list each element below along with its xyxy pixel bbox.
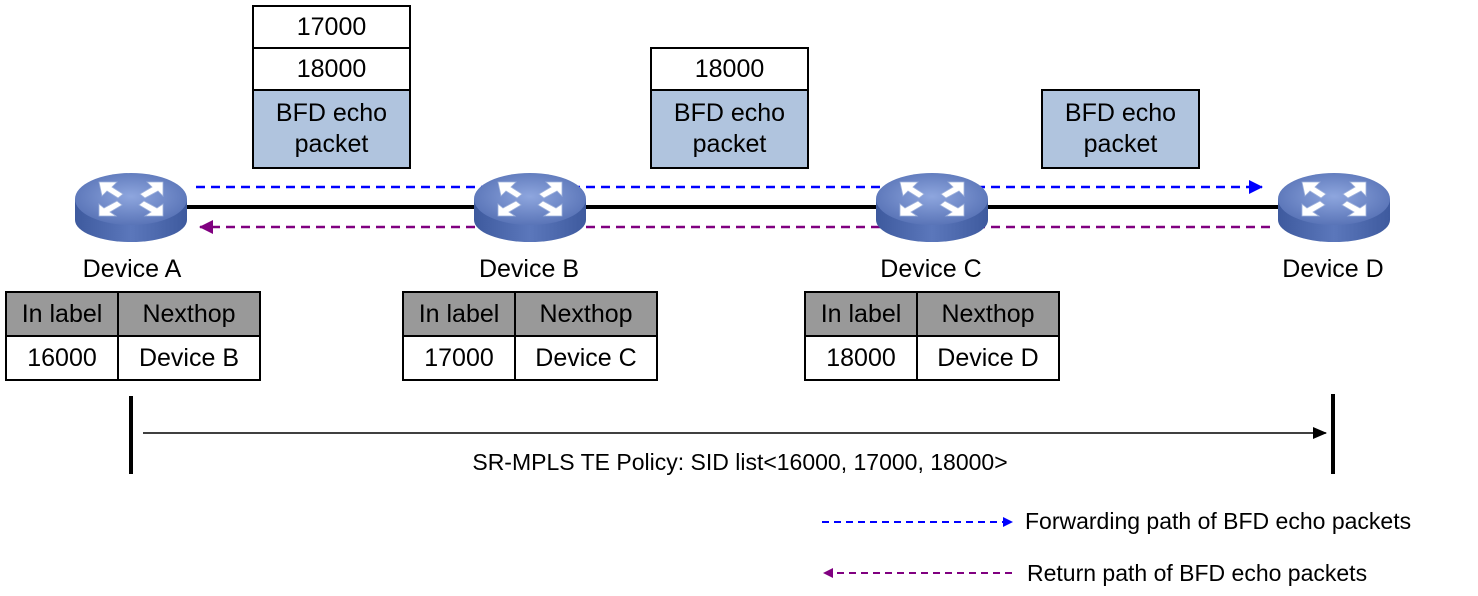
device-label-d: Device D: [1282, 255, 1384, 283]
table-header-in-label: In label: [402, 291, 516, 337]
packet-bc-bfd: BFD echo packet: [650, 89, 809, 169]
packet-cd-bfd: BFD echo packet: [1041, 89, 1200, 169]
table-cell-nexthop: Device D: [916, 335, 1060, 381]
table-header-nexthop: Nexthop: [117, 291, 261, 337]
device-label-b: Device B: [478, 255, 580, 283]
table-header-nexthop: Nexthop: [916, 291, 1060, 337]
label-table-b: In label Nexthop 17000 Device C: [402, 291, 658, 381]
router-icon: [73, 170, 189, 248]
packet-bc-label-18000: 18000: [650, 47, 809, 91]
table-cell-in-label: 16000: [5, 335, 119, 381]
packet-ab-bfd: BFD echo packet: [252, 89, 411, 169]
packet-ab-label-18000: 18000: [252, 47, 411, 91]
table-cell-nexthop: Device B: [117, 335, 261, 381]
router-icon: [874, 170, 990, 248]
device-label-a: Device A: [82, 255, 182, 283]
table-header-in-label: In label: [804, 291, 918, 337]
table-cell-in-label: 17000: [402, 335, 516, 381]
label-table-a: In label Nexthop 16000 Device B: [5, 291, 261, 381]
table-cell-in-label: 18000: [804, 335, 918, 381]
legend-return-label: Return path of BFD echo packets: [1027, 560, 1368, 586]
legend-forward-label: Forwarding path of BFD echo packets: [1025, 508, 1412, 534]
label-table-c: In label Nexthop 18000 Device D: [804, 291, 1060, 381]
table-cell-nexthop: Device C: [514, 335, 658, 381]
device-label-c: Device C: [880, 255, 982, 283]
packet-ab-label-17000: 17000: [252, 5, 411, 49]
table-header-nexthop: Nexthop: [514, 291, 658, 337]
router-icon: [472, 170, 588, 248]
router-icon: [1276, 170, 1392, 248]
policy-label: SR-MPLS TE Policy: SID list<16000, 17000…: [472, 449, 1008, 475]
table-header-in-label: In label: [5, 291, 119, 337]
